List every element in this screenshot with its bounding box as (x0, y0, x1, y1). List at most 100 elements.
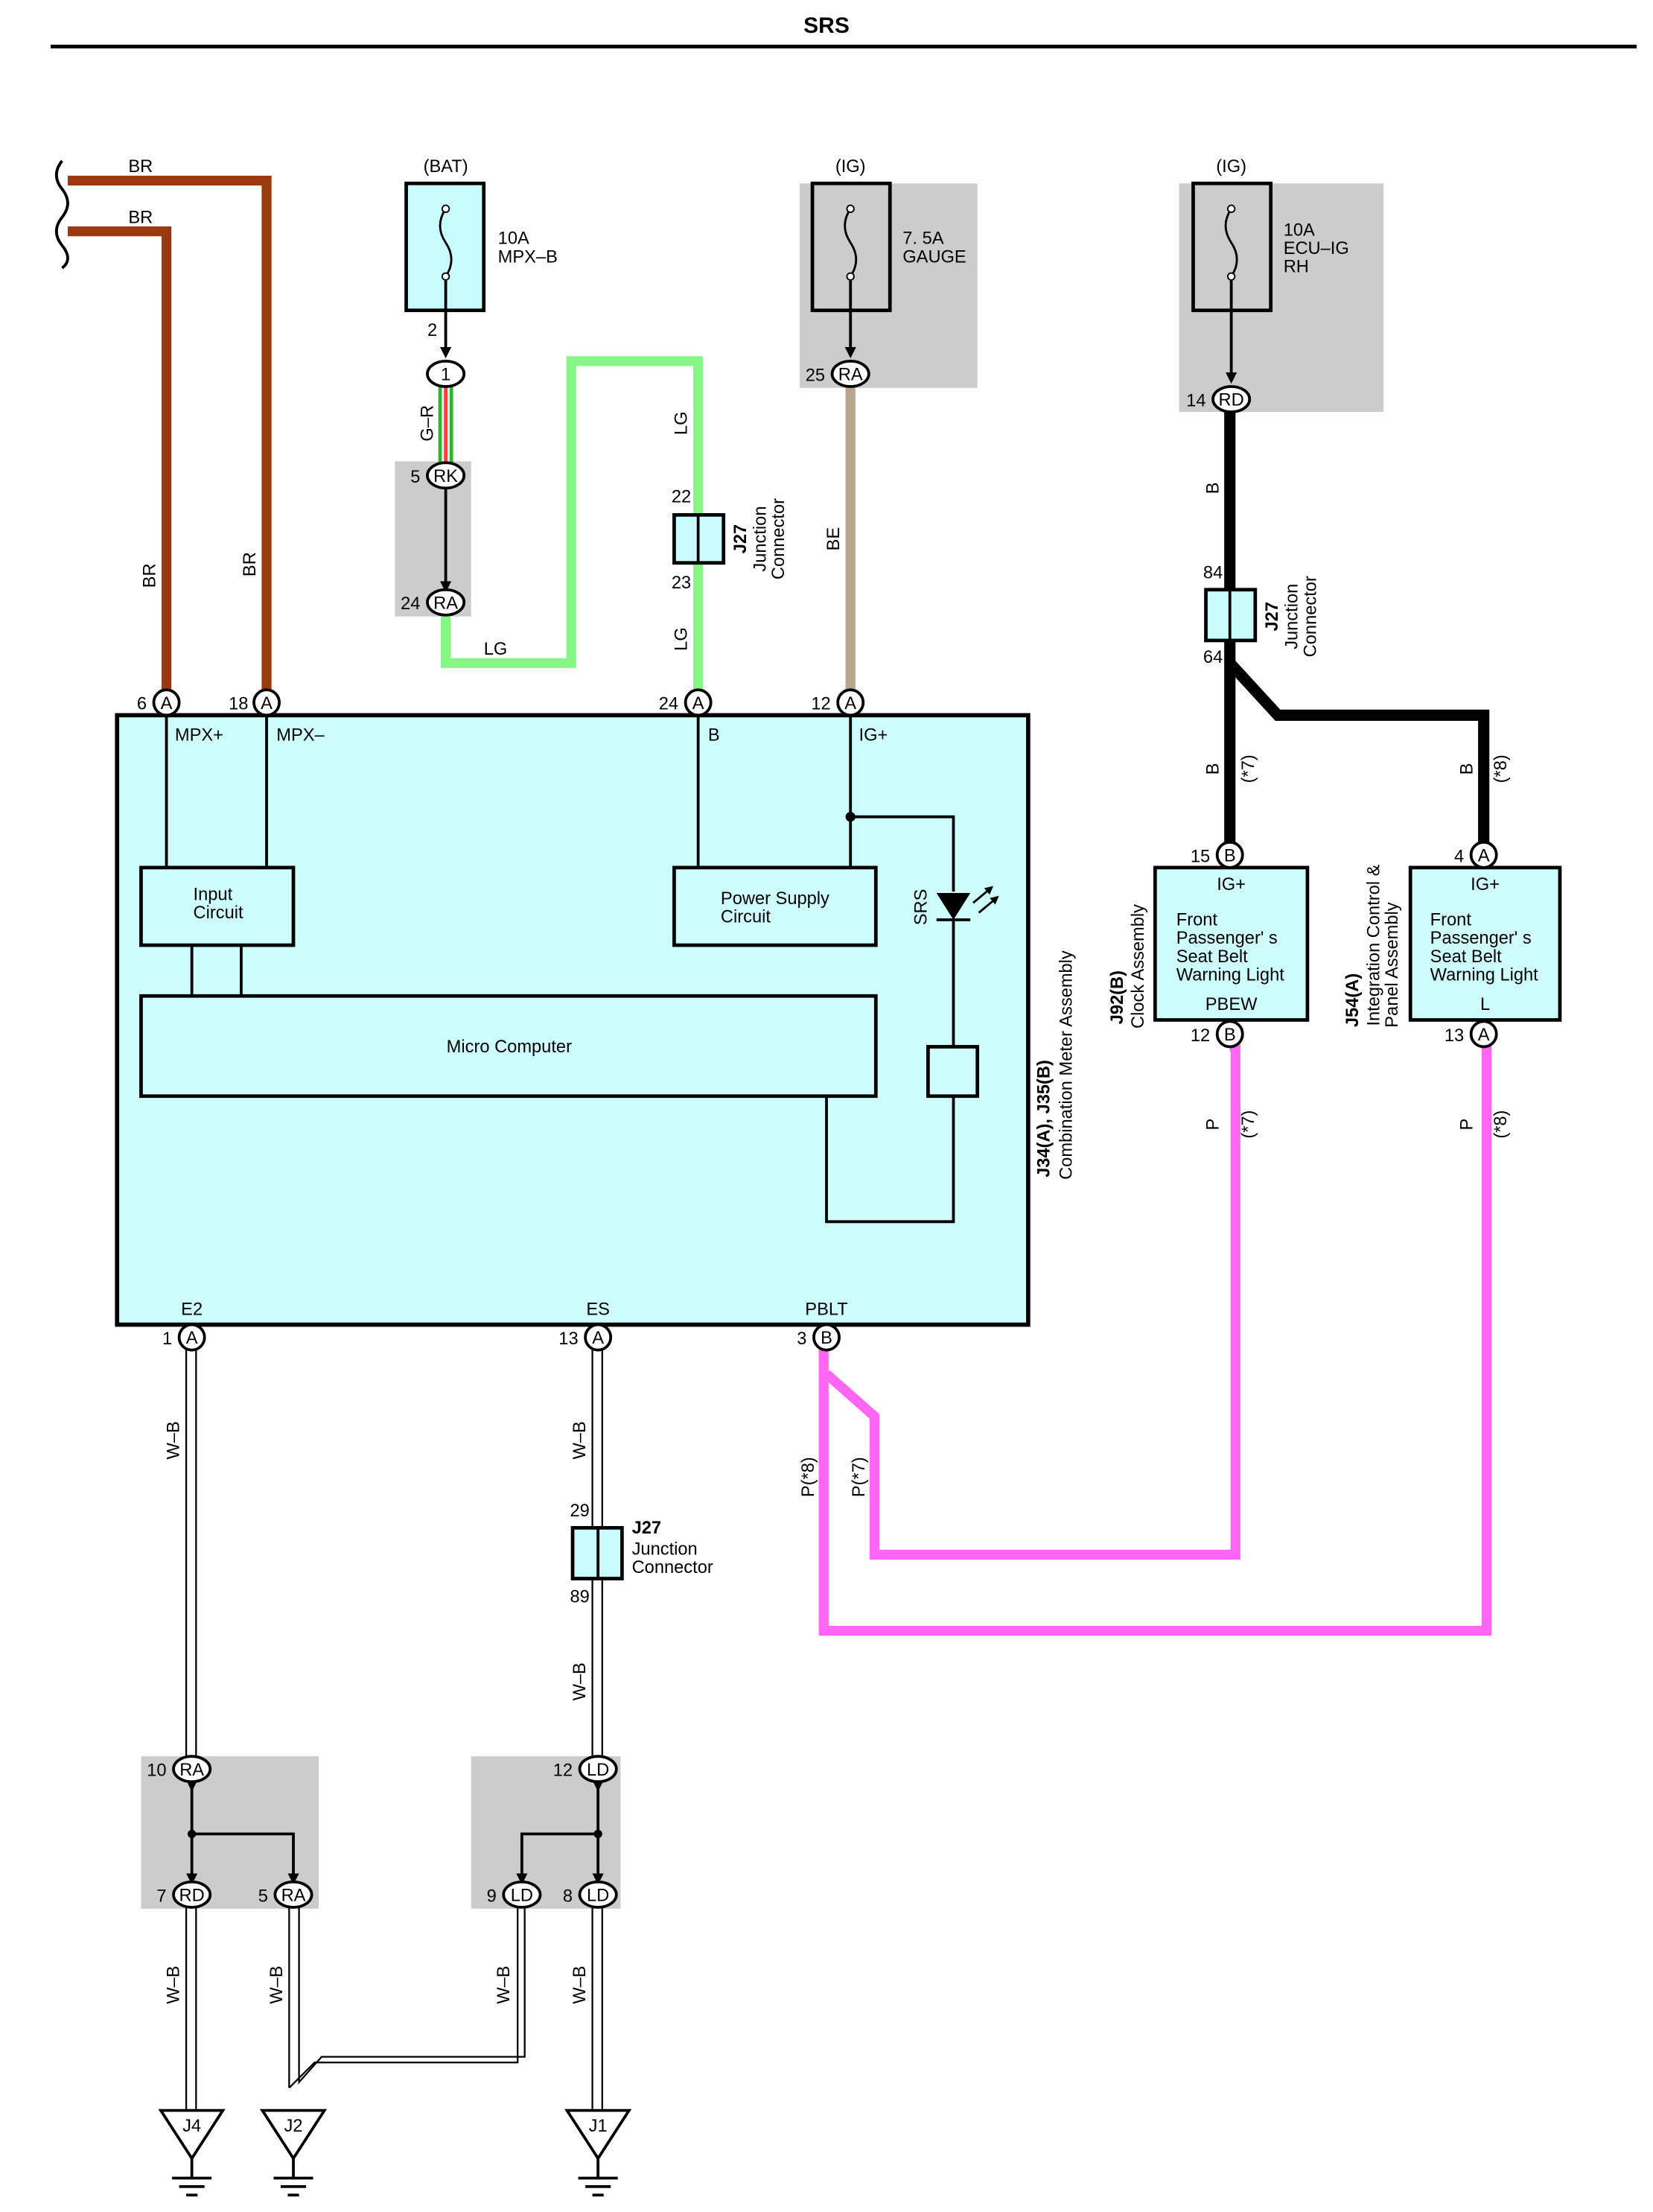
icp-name: Panel Assembly (1383, 902, 1402, 1027)
page-title: SRS (803, 13, 850, 38)
meter-id: J34(A), J35(B) (1034, 1060, 1054, 1177)
meter-terminal: B (708, 725, 720, 745)
pin-ra-25 (830, 360, 870, 388)
pin-label: B (821, 1329, 832, 1348)
pin-number: 22 (672, 487, 691, 506)
pin-label: RA (281, 1886, 306, 1905)
pin-number: 12 (1191, 1026, 1210, 1046)
clock-line: Passenger' s (1176, 929, 1278, 948)
wire-label: BR (128, 157, 153, 177)
input-circuit (139, 865, 296, 947)
ground-label: J1 (589, 2117, 608, 2136)
wire-br-1 (67, 175, 272, 692)
led-label: SRS (911, 889, 931, 926)
pin-label: RA (433, 594, 458, 613)
icp-terminal: L (1480, 995, 1490, 1014)
pin-e2 (177, 1323, 206, 1352)
input-circuit-label: Circuit (194, 903, 243, 923)
pin-a-24 (684, 688, 713, 717)
wire-label: W–B (494, 1965, 514, 2003)
pin-number: 24 (659, 695, 678, 714)
wire-br-2 (67, 226, 172, 692)
wire-label: BR (241, 552, 260, 576)
icp-line: Seat Belt (1430, 947, 1502, 967)
pin-label: RA (838, 365, 863, 384)
wire-label: P (1204, 1119, 1223, 1131)
pin-b-12 (1215, 1020, 1244, 1049)
pin-number: 24 (401, 594, 420, 614)
junction-label: Connector (1301, 576, 1320, 657)
pin-b-15 (1215, 840, 1244, 869)
integration-control-panel (1408, 865, 1562, 1022)
pin-pblt (812, 1323, 841, 1352)
pin-a-6 (152, 688, 181, 717)
junction-label: Junction (751, 506, 771, 571)
pin-label: A (844, 694, 856, 714)
pin-label: 1 (441, 365, 450, 384)
pin-number: 12 (811, 695, 830, 714)
wire-lg (440, 356, 704, 692)
meter-terminal: IG+ (859, 725, 888, 745)
pin-number: 29 (570, 1501, 589, 1521)
wire-label: B (1204, 482, 1223, 494)
title-rule (51, 45, 1637, 48)
wire-label: B (1204, 763, 1223, 775)
icp-name: Integration Control & (1365, 864, 1384, 1026)
pin-number: 14 (1186, 392, 1205, 411)
pin-ra-10 (172, 1755, 212, 1784)
fuse-gauge (810, 181, 892, 359)
input-circuit-label: Input (194, 885, 233, 904)
meter-name: Combination Meter Assembly (1057, 950, 1077, 1180)
ground-j1 (564, 2108, 632, 2197)
wire-label: W–B (570, 1421, 590, 1459)
fuse-name: MPX–B (498, 247, 558, 267)
junction-label: Connector (632, 1558, 713, 1577)
pin-label: B (1224, 846, 1236, 865)
pin-number: 6 (137, 695, 147, 714)
pin-number: 8 (563, 1887, 573, 1906)
pin-number: 89 (570, 1588, 589, 1607)
wire-b-branch (1226, 659, 1490, 842)
shade-rk-ra (395, 461, 471, 617)
pin-number: 9 (487, 1887, 497, 1906)
pin-a-4 (1469, 840, 1498, 869)
micro-computer-label: Micro Computer (447, 1037, 572, 1057)
pin-label: LD (511, 1886, 533, 1905)
pin-label: B (1224, 1026, 1236, 1045)
pin-number: 1 (162, 1329, 172, 1349)
pin-label: RD (1219, 391, 1244, 410)
pin-a-12 (836, 688, 865, 717)
pin-number: 64 (1203, 648, 1223, 667)
wire-label: (*7) (1239, 1110, 1258, 1139)
pin-number: 3 (797, 1329, 806, 1349)
wire-label: W–B (165, 1965, 184, 2003)
j27-b (1204, 588, 1258, 643)
wire-label: BR (128, 208, 153, 227)
pin-number: 5 (410, 468, 420, 487)
ground-j2 (259, 2108, 328, 2197)
source-ig-gauge: (IG) (835, 157, 866, 177)
power-supply-label: Circuit (721, 908, 771, 927)
wire-label: LG (484, 640, 508, 659)
fuse-ecu-ig (1191, 181, 1273, 384)
pin-ld-9 (502, 1880, 542, 1909)
wire-label: BE (824, 527, 844, 551)
clock-id: J92(B) (1108, 970, 1127, 1024)
pin-label: RA (179, 1761, 204, 1780)
clock-line: Front (1176, 911, 1218, 930)
clock-ig: IG+ (1217, 875, 1246, 894)
pin-ra-24 (426, 588, 466, 617)
clock-line: Seat Belt (1176, 947, 1248, 967)
pin-label: A (161, 694, 173, 714)
pin-label: RK (433, 467, 458, 486)
fuse-rating: 10A (1284, 220, 1315, 240)
pin-ld-12 (578, 1755, 618, 1784)
meter-terminal: MPX– (276, 725, 325, 745)
fuse-rating: 10A (498, 229, 529, 249)
wire-wb-group (185, 1348, 603, 2109)
pin-number: 18 (229, 695, 248, 714)
wire-label: (*8) (1491, 754, 1511, 783)
clock-assembly (1153, 865, 1310, 1022)
icp-line: Front (1430, 911, 1472, 930)
